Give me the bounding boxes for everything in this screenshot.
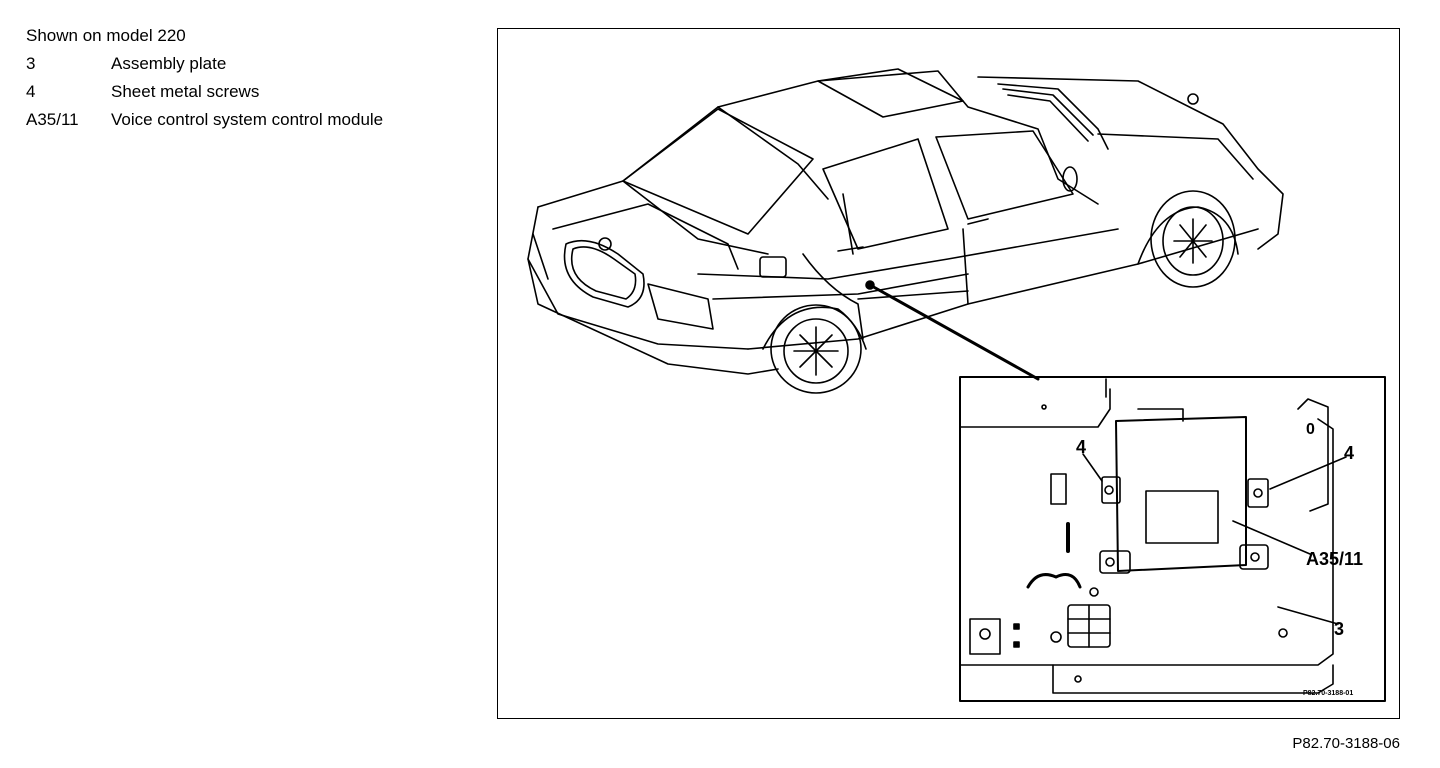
callout-screw-left: 4	[1076, 437, 1086, 457]
callout-module: A35/11	[1306, 549, 1363, 569]
legend-code: 4	[26, 82, 36, 101]
legend-code: A35/11	[26, 110, 79, 129]
legend-text: Voice control system control module	[111, 110, 384, 129]
leader-line	[868, 283, 1040, 381]
legend-text: Assembly plate	[111, 54, 227, 73]
callout-plate: 3	[1334, 619, 1344, 639]
svg-text:0: 0	[1306, 421, 1315, 438]
legend-code: 3	[26, 54, 36, 73]
legend-item: 4 Sheet metal screws	[26, 78, 383, 106]
car-diagram: 0	[527, 68, 1386, 702]
doc-reference: P82.70-3188-06	[1292, 735, 1400, 752]
figure-frame: 0	[497, 28, 1400, 719]
inset-detail: 0	[959, 376, 1386, 702]
legend-title: Shown on model 220	[26, 26, 186, 45]
legend-item: 3 Assembly plate	[26, 50, 383, 78]
legend-item: A35/11 Voice control system control modu…	[26, 106, 383, 134]
car-outline	[527, 68, 1284, 394]
legend: Shown on model 220 3 Assembly plate 4 Sh…	[26, 22, 383, 134]
legend-text: Sheet metal screws	[111, 82, 260, 101]
callout-screw-right: 4	[1344, 443, 1354, 463]
inset-ref: P82.70-3188-01	[1303, 690, 1353, 697]
